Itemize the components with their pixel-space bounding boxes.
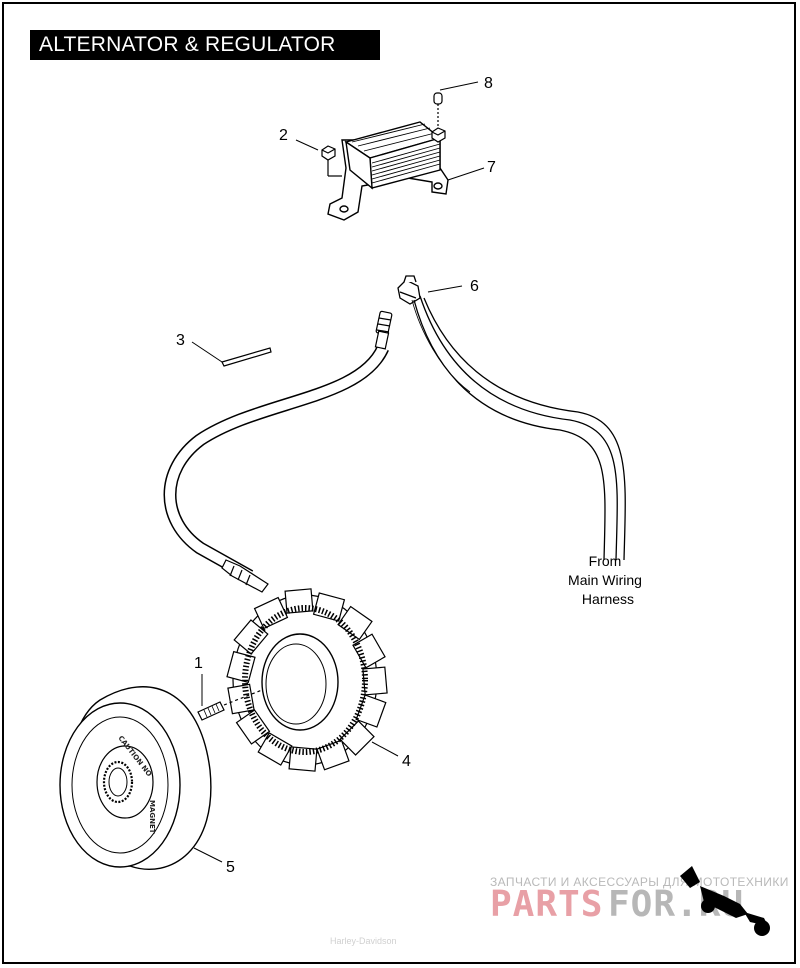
watermark: ЗАПЧАСТИ И АКСЕССУАРЫ ДЛЯ МОТОТЕХНИКИ PA… — [330, 866, 789, 946]
callout-5: 5 — [226, 859, 235, 876]
svg-text:Main Wiring: Main Wiring — [568, 572, 642, 588]
harness-wires — [411, 295, 626, 561]
stator-part-4[interactable] — [226, 588, 388, 772]
harness-note: From Main Wiring Harness — [568, 553, 642, 607]
page-title: ALTERNATOR & REGULATOR — [30, 30, 380, 60]
nut-part-7[interactable] — [431, 127, 446, 143]
watermark-brand-left: PARTS — [490, 884, 603, 925]
stator-cable — [163, 344, 389, 582]
svg-text:MAGNET: MAGNET — [148, 800, 156, 834]
callout-2: 2 — [279, 127, 288, 144]
callout-8: 8 — [484, 75, 493, 92]
callout-3: 3 — [176, 332, 185, 349]
callout-4: 4 — [402, 753, 411, 770]
svg-text:Harness: Harness — [582, 591, 634, 607]
rotor-part-5[interactable] — [59, 686, 212, 870]
callout-1: 1 — [194, 655, 203, 672]
watermark-footer: Harley-Davidson — [330, 936, 397, 946]
watermark-motorcycle-icon — [680, 866, 770, 936]
svg-text:From: From — [589, 553, 622, 569]
callout-6: 6 — [470, 278, 479, 295]
regulator-part[interactable] — [327, 121, 449, 221]
regulator-connector-part[interactable] — [397, 275, 421, 305]
screw-part-1[interactable] — [197, 689, 263, 721]
callout-leaders — [191, 81, 485, 863]
callout-7: 7 — [487, 159, 496, 176]
cap-part-8[interactable] — [433, 92, 443, 128]
watermark-tagline: ЗАПЧАСТИ И АКСЕССУАРЫ ДЛЯ МОТОТЕХНИКИ — [490, 875, 789, 889]
wire-tie-part-3[interactable] — [221, 347, 272, 367]
nut-part-2[interactable] — [321, 145, 342, 177]
stator-cable-grommet — [221, 559, 269, 593]
stator-cable-connector[interactable] — [374, 310, 393, 350]
